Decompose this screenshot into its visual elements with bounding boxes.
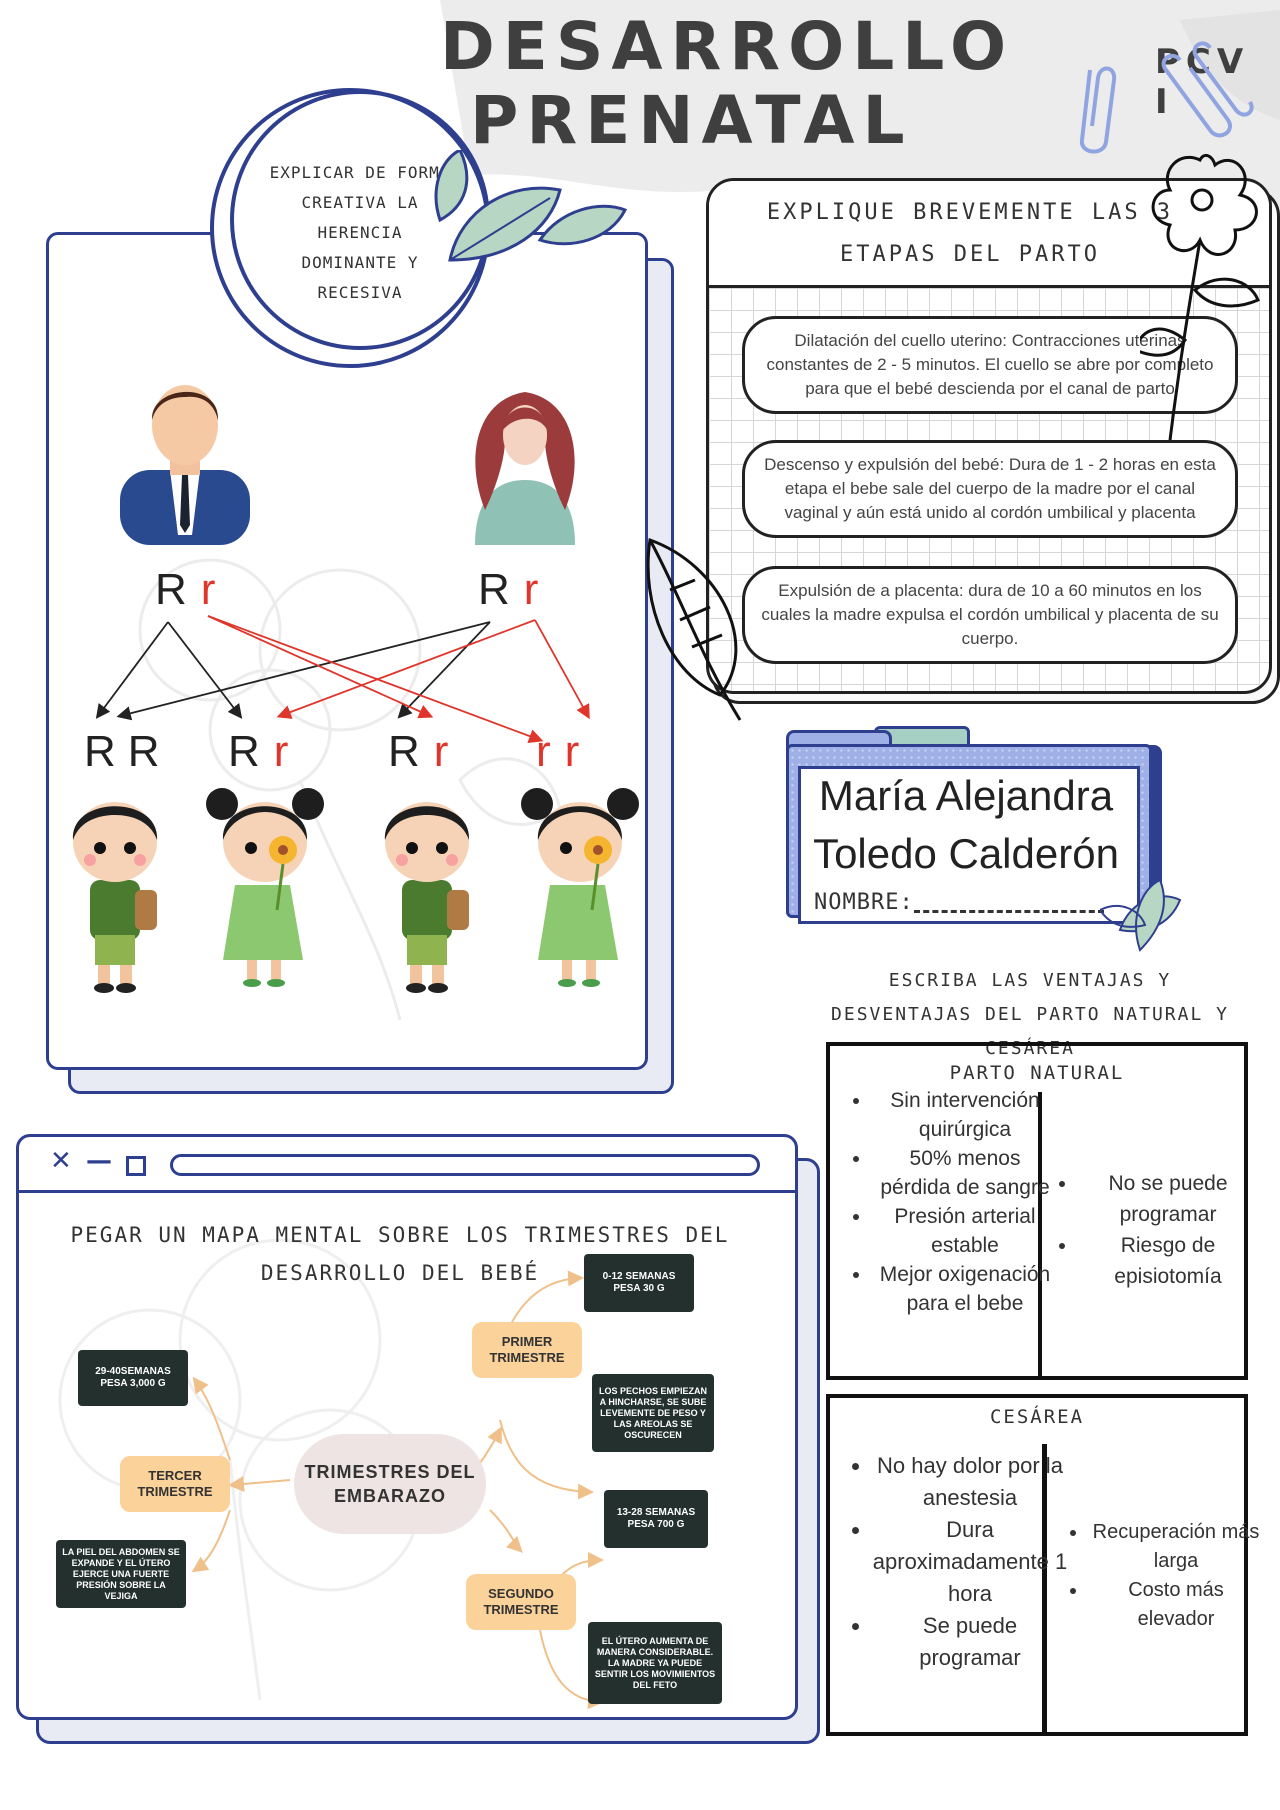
inheritance-arrows <box>95 615 590 743</box>
birth-stages-header <box>709 181 1269 288</box>
mother-gene-recessive: r <box>523 565 539 614</box>
mind-map-prompt: PEGAR UN MAPA MENTAL SOBRE LOS TRIMESTRE… <box>70 1223 730 1285</box>
father-avatar <box>120 385 250 545</box>
child-gene: r <box>433 727 449 776</box>
first-trimester: PRIMER TRIMESTRE <box>472 1322 582 1378</box>
window-address-bar[interactable] <box>170 1154 760 1176</box>
mind-map-titlebar-line <box>16 1190 795 1193</box>
child-gene: r <box>273 727 289 776</box>
birth-stage-3: Expulsión de a placenta: dura de 10 a 60… <box>742 566 1238 664</box>
page-title-line2: PRENATAL <box>470 82 913 159</box>
student-name-line2: Toledo Calderón <box>813 830 1119 877</box>
child-gene: R <box>388 727 420 776</box>
father-gene-recessive: r <box>200 565 216 614</box>
boy-avatar <box>384 802 470 993</box>
natural-birth-table <box>826 1042 1248 1380</box>
list-item: Dura aproximadamente 1 hora <box>872 1514 1068 1610</box>
natural-birth-divider <box>1038 1092 1042 1380</box>
paperclip-icon <box>1080 41 1254 154</box>
list-item: No hay dolor por la anestesia <box>872 1450 1068 1514</box>
child-gene: R <box>84 727 116 776</box>
father-gene-dominant: R <box>155 565 187 614</box>
natural-birth-disadvantages: No se puede programarRiesgo de episiotom… <box>1052 1168 1258 1292</box>
leaf-outline-icon <box>646 537 742 721</box>
cesarea-advantages: No hay dolor por la anestesiaDura aproxi… <box>846 1450 1068 1674</box>
natural-birth-advantages: Sin intervención quirúrgica50% menos pér… <box>846 1086 1058 1318</box>
third-trimester-note: LA PIEL DEL ABDOMEN SE EXPANDE Y EL ÚTER… <box>56 1540 186 1608</box>
third-trimester-weeks: 29-40SEMANAS PESA 3,000 G <box>78 1350 188 1406</box>
girl-avatar <box>206 788 324 987</box>
cesarea-title: CESÁREA <box>989 1406 1085 1428</box>
cesarea-disadvantages: Recuperación más largaCosto más elevador <box>1062 1518 1264 1634</box>
list-item: Recuperación más larga <box>1088 1518 1264 1576</box>
second-trimester: SEGUNDO TRIMESTRE <box>466 1574 576 1630</box>
student-name-line1: María Alejandra <box>818 772 1114 819</box>
second-trimester-note: EL ÚTERO AUMENTA DE MANERA CONSIDERABLE.… <box>588 1622 722 1704</box>
mind-map-center: TRIMESTRES DEL EMBARAZO <box>294 1434 486 1534</box>
list-item: 50% menos pérdida de sangre <box>872 1144 1058 1202</box>
child-gene: r <box>536 727 551 776</box>
girl-avatar <box>521 788 639 987</box>
boy-avatar <box>72 802 158 993</box>
mother-avatar <box>475 392 575 545</box>
name-card-inner <box>798 766 1140 924</box>
list-item: Mejor oxigenación para el bebe <box>872 1260 1058 1318</box>
flower-line-art-icon <box>1140 153 1260 440</box>
list-item: Sin intervención quirúrgica <box>872 1086 1058 1144</box>
third-trimester: TERCER TRIMESTRE <box>120 1456 230 1512</box>
birth-stages-prompt: EXPLIQUE BREVEMENTE LAS 3 ETAPAS DEL PAR… <box>766 200 1174 267</box>
list-item: Costo más elevador <box>1088 1576 1264 1634</box>
leaf-sprig-icon <box>1100 878 1182 952</box>
window-maximize-icon[interactable] <box>126 1156 146 1176</box>
leaf-icon <box>434 150 628 262</box>
child-gene: R <box>228 727 260 776</box>
header-brush-bg <box>440 0 1280 231</box>
page-title-line1: DESARROLLO <box>440 8 1015 85</box>
window-close-icon[interactable]: ✕ <box>50 1146 72 1176</box>
name-label: NOMBRE: <box>814 890 914 915</box>
cesarea-table <box>826 1394 1248 1736</box>
list-item: Presión arterial estable <box>872 1202 1058 1260</box>
mother-gene-dominant: R <box>478 565 510 614</box>
first-trimester-weeks: 0-12 SEMANAS PESA 30 G <box>584 1254 694 1312</box>
cesarea-divider <box>1042 1444 1047 1736</box>
list-item: Riesgo de episiotomía <box>1078 1230 1258 1292</box>
first-trimester-note: LOS PECHOS EMPIEZAN A HINCHARSE, SE SUBE… <box>592 1374 714 1452</box>
heredity-prompt: EXPLICAR DE FORMA CREATIVA LA HERENCIA D… <box>269 163 451 302</box>
natural-birth-title: PARTO NATURAL <box>949 1062 1125 1084</box>
child-gene: R <box>127 727 160 776</box>
child-gene: r <box>564 727 580 776</box>
list-item: Se puede programar <box>872 1610 1068 1674</box>
second-trimester-weeks: 13-28 SEMANAS PESA 700 G <box>604 1490 708 1548</box>
birth-stage-2: Descenso y expulsión del bebé: Dura de 1… <box>742 440 1238 538</box>
name-underline <box>914 910 1104 913</box>
window-minimize-icon[interactable]: — <box>86 1146 112 1176</box>
list-item: No se puede programar <box>1078 1168 1258 1230</box>
birth-stage-1: Dilatación del cuello uterino: Contracci… <box>742 316 1238 414</box>
mind-map-arrows <box>191 1270 604 1710</box>
